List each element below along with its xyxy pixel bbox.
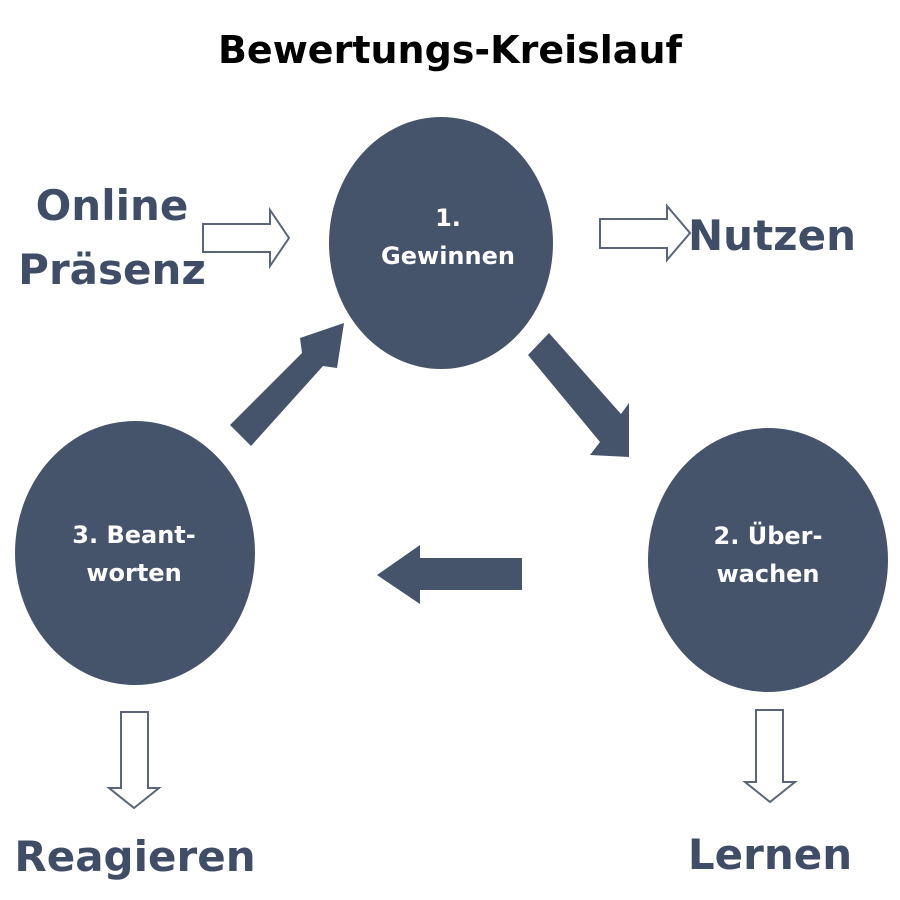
node-circle-beantworten <box>15 421 255 685</box>
node-beantworten: 3. Beant- worten <box>72 516 195 592</box>
cycle-arrow-left <box>377 545 522 604</box>
hollow-arrow-react <box>106 711 162 810</box>
node-gewinnen-line2: Gewinnen <box>381 242 515 270</box>
label-praesenz: Präsenz <box>18 245 206 294</box>
label-online: Online <box>35 181 189 230</box>
node-ueberwachen: 2. Über- wachen <box>714 517 823 593</box>
label-nutzen: Nutzen <box>688 211 856 260</box>
cycle-arrow-down-right <box>528 333 629 457</box>
node-circle-ueberwachen <box>648 428 888 692</box>
node-ueberwachen-line1: 2. Über- <box>713 522 823 550</box>
label-reagieren: Reagieren <box>14 832 256 881</box>
node-beantworten-line2: worten <box>86 559 182 587</box>
cycle-arrow-up-right <box>230 323 344 446</box>
node-circle-gewinnen <box>329 117 553 369</box>
diagram-title: Bewertungs-Kreislauf <box>217 28 683 72</box>
hollow-arrow-input <box>202 206 291 270</box>
node-beantworten-line1: 3. Beant- <box>72 521 196 549</box>
label-online-praesenz: Online Präsenz <box>18 174 206 302</box>
hollow-arrow-benefit <box>599 203 692 263</box>
node-gewinnen: 1. Gewinnen <box>381 199 515 275</box>
node-gewinnen-line1: 1. <box>435 204 461 232</box>
label-lernen: Lernen <box>687 830 853 879</box>
hollow-arrow-learn <box>742 709 798 804</box>
node-ueberwachen-line2: wachen <box>716 560 820 588</box>
